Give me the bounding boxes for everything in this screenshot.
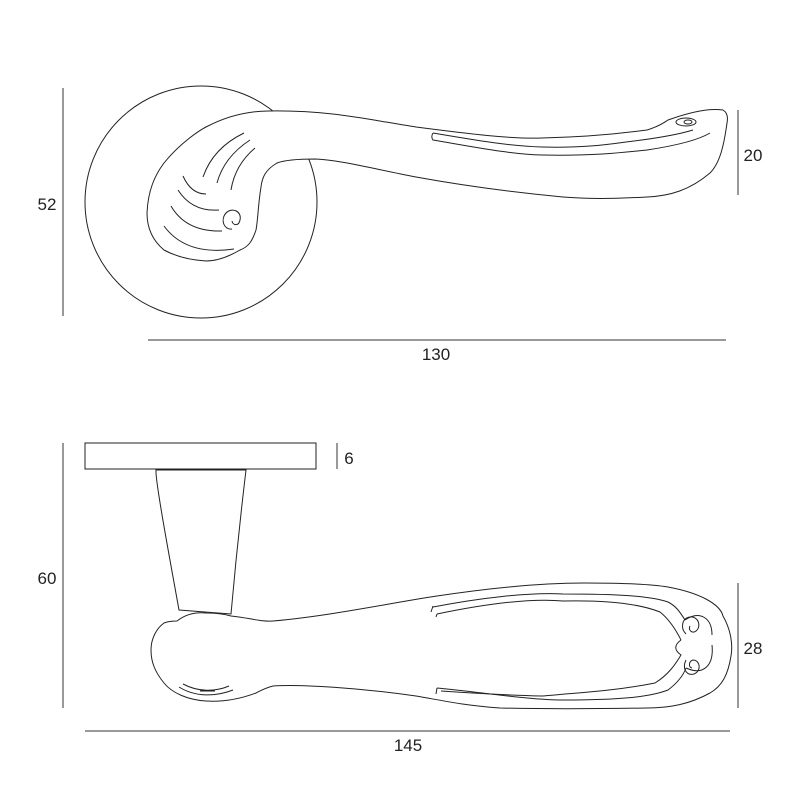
- tip-eye: [675, 117, 697, 127]
- dim-label-side-lever-height: 28: [744, 639, 763, 658]
- dim-label-top-length: 130: [422, 345, 450, 364]
- dim-label-side-length: 145: [394, 736, 422, 755]
- lever-side-ornament: [178, 593, 713, 701]
- hub-swirl-ornament: [163, 132, 256, 251]
- tip-eye-inner: [683, 119, 693, 125]
- lever-groove: [431, 129, 711, 156]
- dim-label-top-lever-height: 20: [744, 146, 763, 165]
- dim-label-rose-thickness: 6: [344, 449, 353, 468]
- rose-plate: [84, 442, 317, 470]
- lever-neck: [155, 469, 247, 615]
- dim-label-side-height: 60: [38, 569, 57, 588]
- dimensions: 52 20 130 60 6 28 145: [38, 88, 763, 755]
- side-view: [84, 442, 733, 710]
- lever-top-view: [146, 109, 728, 262]
- top-view: [84, 85, 728, 319]
- lever-side-view: [150, 582, 733, 710]
- dim-label-top-height: 52: [38, 195, 57, 214]
